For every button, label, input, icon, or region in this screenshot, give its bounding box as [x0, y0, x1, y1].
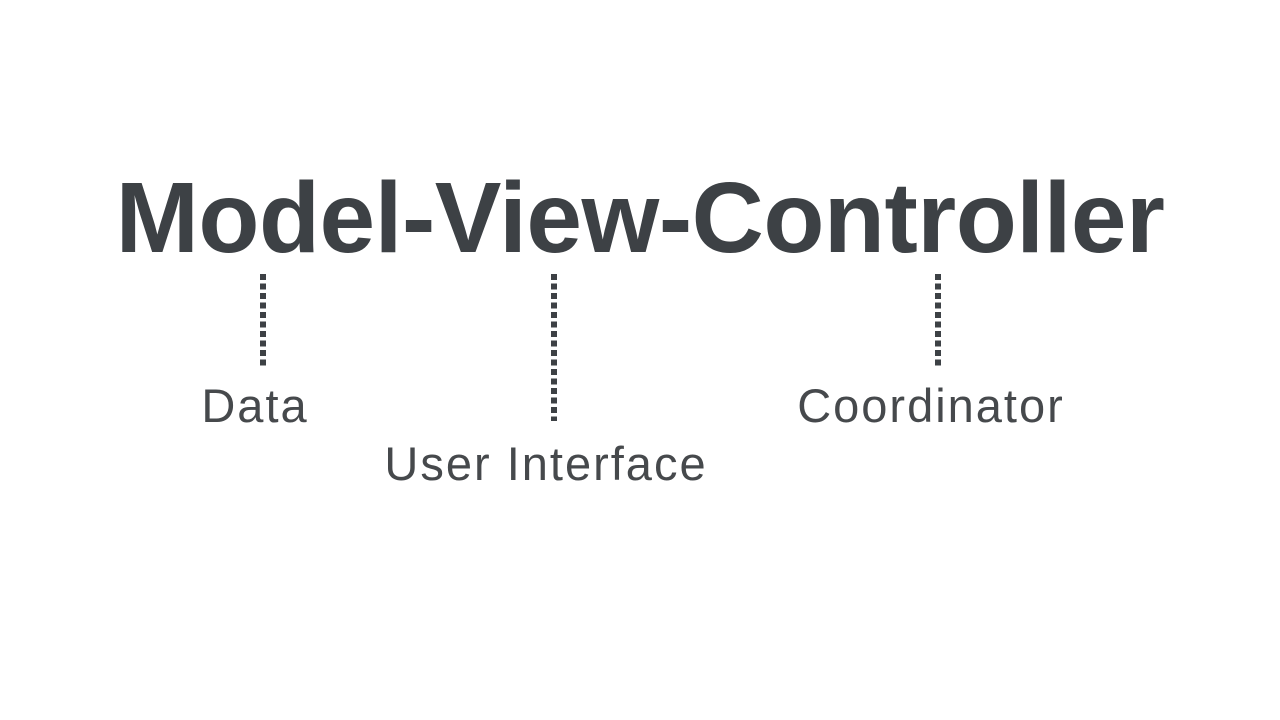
dotted-connector-controller	[935, 274, 941, 366]
label-view-user-interface: User Interface	[384, 437, 708, 490]
dotted-connector-view	[551, 274, 557, 421]
diagram-title: Model-View-Controller	[115, 162, 1165, 274]
label-controller-coordinator: Coordinator	[797, 379, 1065, 432]
dotted-connector-model	[260, 274, 266, 368]
label-model-data: Data	[201, 379, 309, 432]
